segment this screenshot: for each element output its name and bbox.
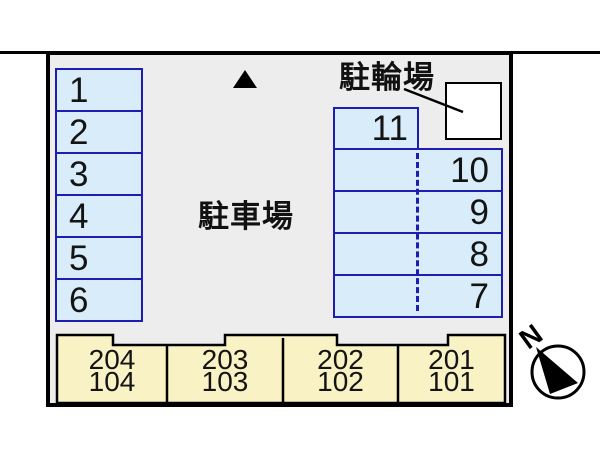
parking-stall-4: 4 (55, 194, 143, 238)
unit-lower-number: 103 (201, 366, 249, 397)
stall-number: 4 (69, 196, 89, 236)
unit-lower-number: 104 (88, 366, 136, 397)
parking-stall-1: 1 (55, 68, 143, 112)
stall-number: 10 (450, 150, 489, 190)
stall-number: 2 (69, 112, 89, 152)
compass-needle-icon (536, 347, 578, 394)
bicycle-parking-area (445, 82, 502, 140)
unit-lower-number: 102 (317, 366, 364, 397)
stall-number: 7 (469, 276, 489, 316)
stall-number: 6 (69, 280, 89, 320)
building-unit-203-103: 203 103 (167, 344, 283, 397)
tandem-stall-divider-line (416, 153, 419, 311)
unit-lower-number: 101 (428, 366, 475, 397)
compass-north-label: N (513, 318, 549, 356)
parking-stall-5: 5 (55, 236, 143, 280)
building-unit-202-102: 202 102 (283, 344, 398, 397)
stall-number: 3 (69, 154, 89, 194)
building-unit-204-104: 204 104 (57, 344, 167, 397)
unit-upper-number: 201 (428, 344, 475, 375)
stall-number: 5 (69, 238, 89, 278)
unit-upper-number: 204 (88, 344, 136, 375)
parking-lot-label: 駐車場 (198, 199, 294, 234)
bicycle-parking-label: 駐輪場 (339, 60, 435, 95)
parking-stall-11: 11 (333, 107, 419, 150)
stall-number: 9 (469, 192, 489, 232)
parking-stall-2: 2 (55, 110, 143, 154)
stall-number: 11 (371, 109, 408, 148)
compass-circle-icon (530, 344, 586, 400)
stall-number: 8 (469, 234, 489, 274)
unit-upper-number: 203 (201, 344, 249, 375)
stall-number: 1 (69, 70, 89, 110)
building-unit-201-101: 201 101 (398, 344, 505, 397)
parking-stall-3: 3 (55, 152, 143, 196)
parking-stall-6: 6 (55, 278, 143, 322)
unit-upper-number: 202 (317, 344, 364, 375)
triangle-marker-icon (233, 70, 257, 88)
